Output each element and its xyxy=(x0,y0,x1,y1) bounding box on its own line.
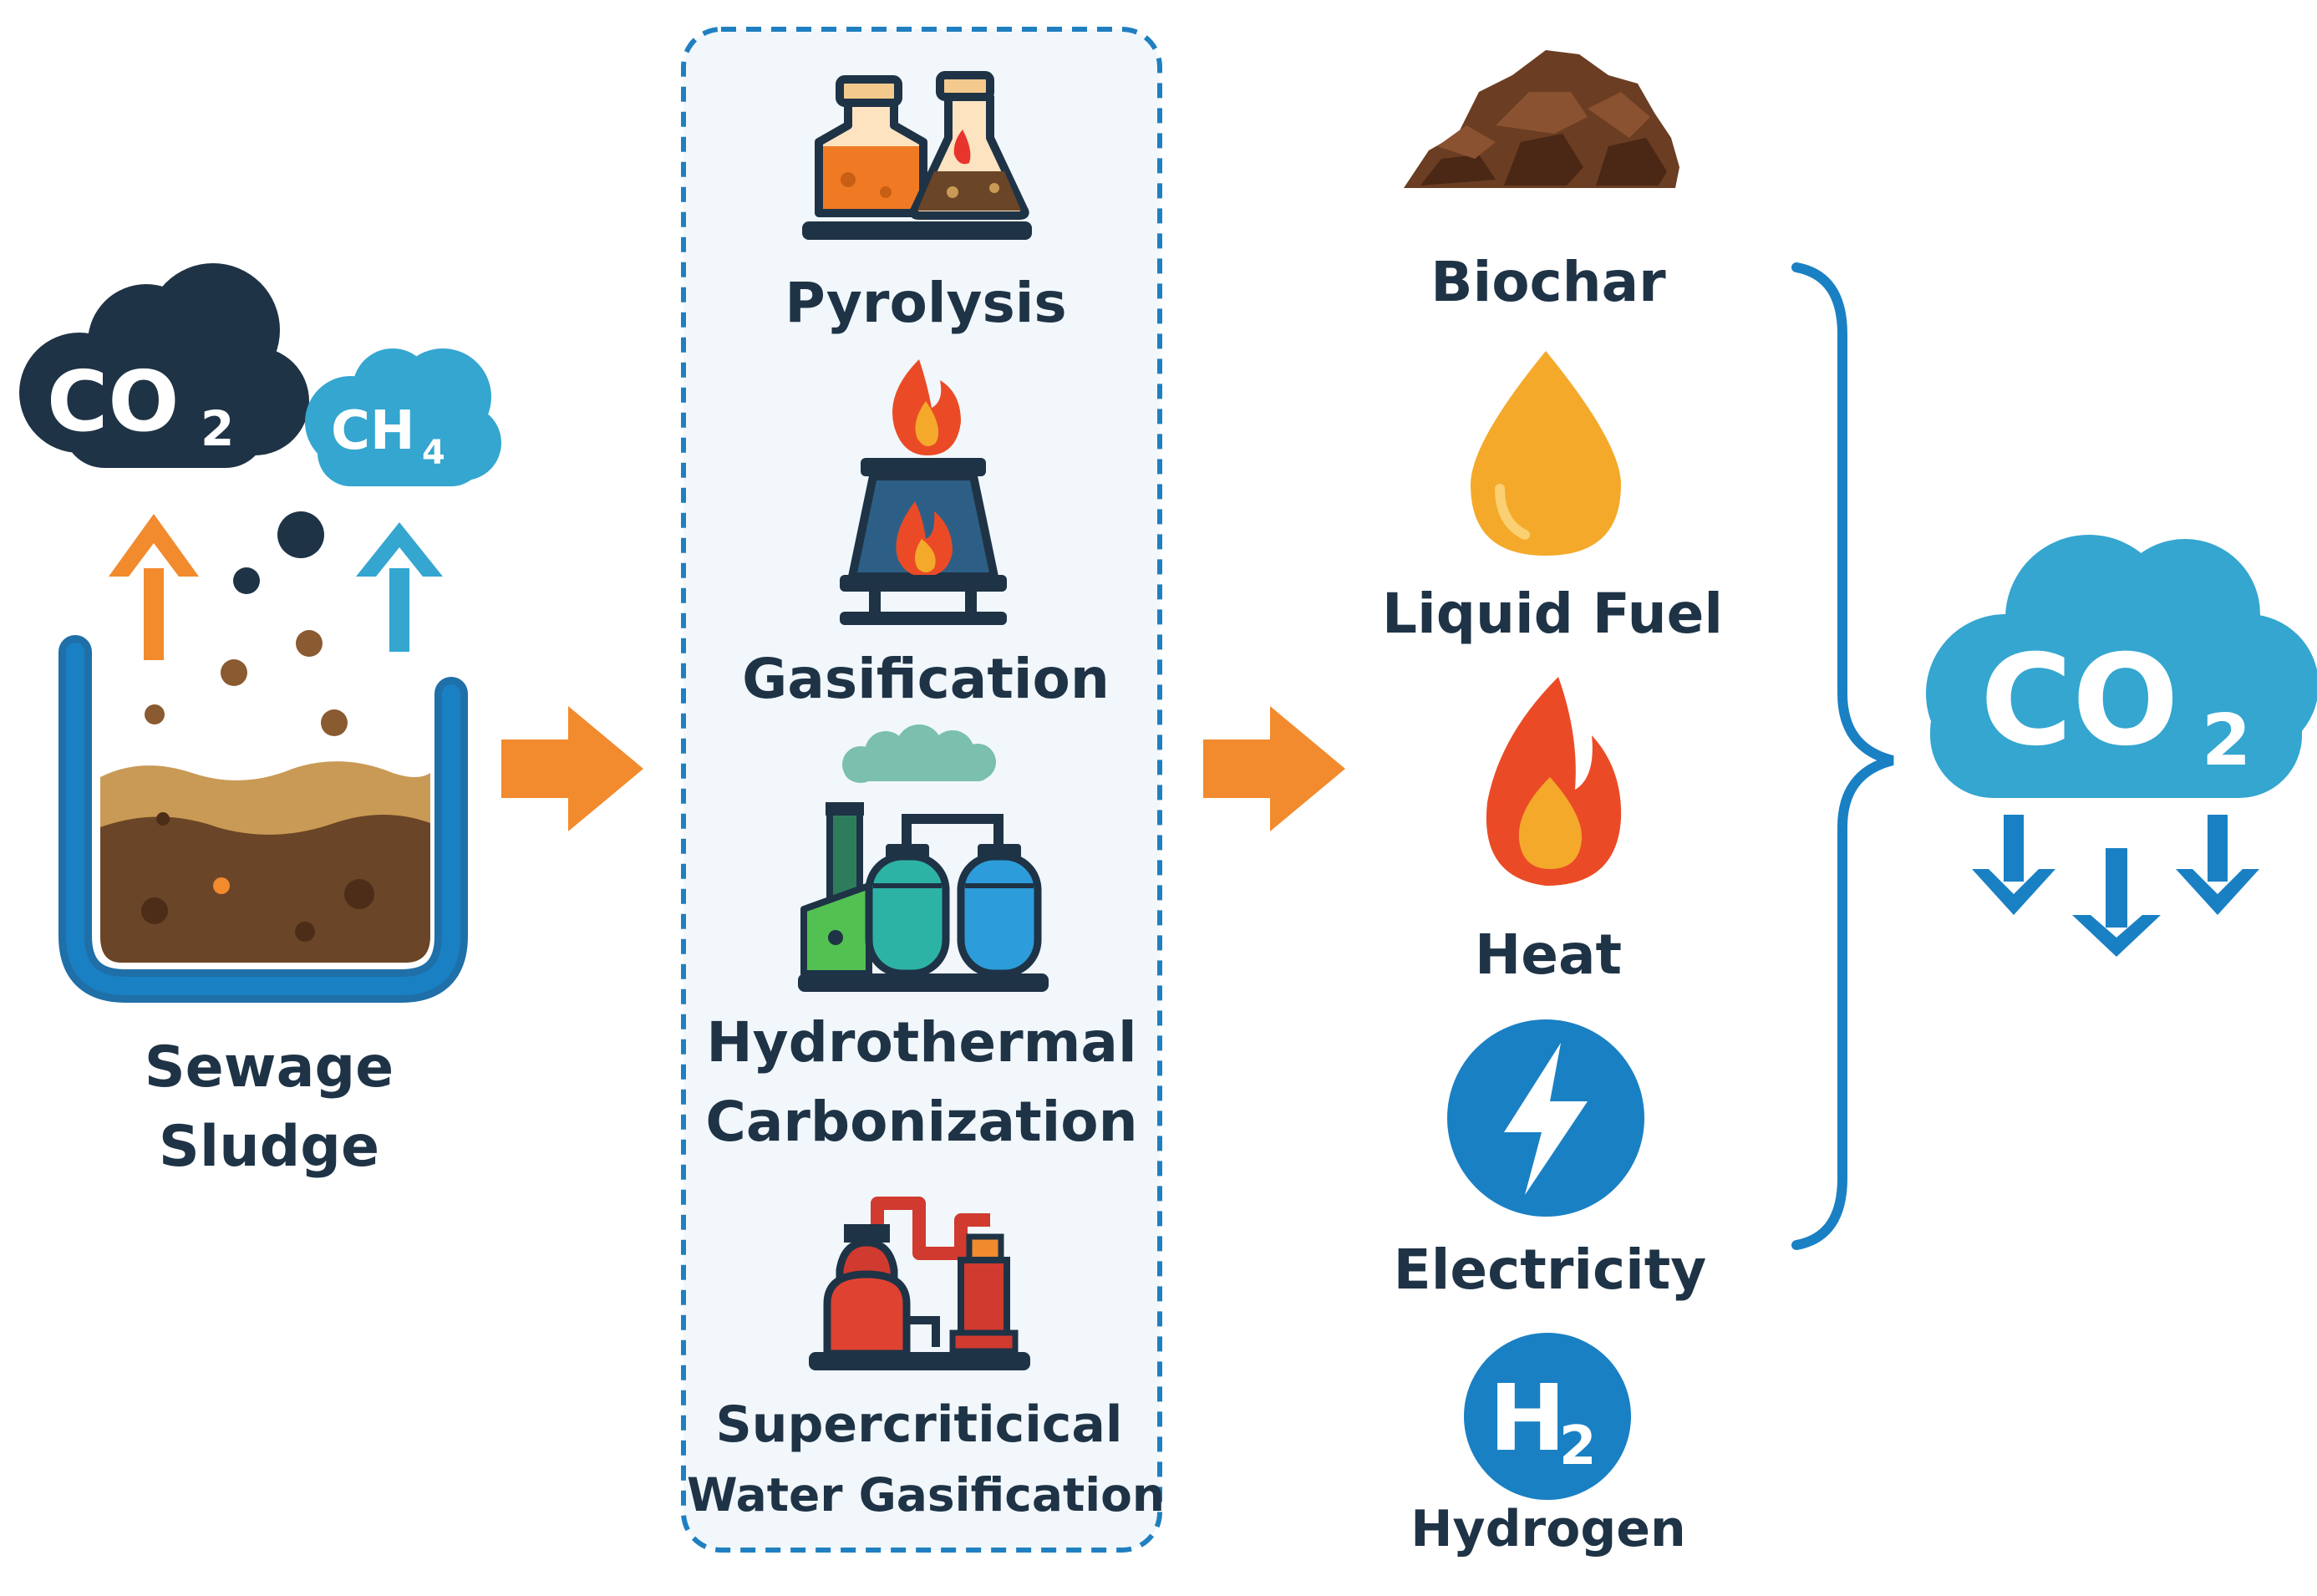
product-label-heat: Heat xyxy=(1475,923,1622,987)
grouping-brace xyxy=(1791,262,1894,1250)
process-label-gasification: Gasification xyxy=(742,647,1110,711)
process-label-supercritical-line1: Supercriticical xyxy=(716,1395,1123,1454)
process-label-hydrothermal-line1: Hydrothermal xyxy=(706,1010,1136,1075)
co2-emission-subscript: 2 xyxy=(201,400,234,457)
sewage-label-line2: Sludge xyxy=(159,1114,379,1180)
industrial-plant-icon xyxy=(798,724,1049,992)
hydrogen-icon-letter: H xyxy=(1489,1365,1566,1471)
reactor-vessel-icon xyxy=(809,1197,1030,1370)
ch4-emission-label: CH xyxy=(331,400,415,462)
product-label-liquid-fuel: Liquid Fuel xyxy=(1382,582,1723,646)
process-label-hydrothermal-line2: Carbonization xyxy=(705,1090,1137,1154)
lab-flasks-icon xyxy=(802,71,1032,240)
biochar-pile-icon xyxy=(1404,50,1679,188)
process-label-pyrolysis: Pyrolysis xyxy=(785,271,1066,335)
fuel-drop-icon xyxy=(1471,351,1621,556)
conversion-process-panel xyxy=(681,27,1162,1553)
co2-release-arrow-icon xyxy=(109,514,199,660)
sewage-label-line1: Sewage xyxy=(145,1034,394,1100)
product-label-electricity: Electricity xyxy=(1394,1238,1707,1302)
product-label-biochar: Biochar xyxy=(1430,250,1666,314)
co2-capture-label: CO xyxy=(1980,628,2179,774)
ch4-release-arrow-icon xyxy=(356,522,443,652)
ch4-emission-subscript: 4 xyxy=(422,434,445,472)
lightning-bolt-icon xyxy=(1447,1019,1644,1217)
flow-arrow-to-processes-icon xyxy=(501,706,643,831)
emission-particles-icon xyxy=(145,511,348,736)
co2-emission-label: CO xyxy=(47,353,179,450)
ch4-emission-cloud-icon: CH 4 xyxy=(305,348,501,486)
co2-capture-cloud-icon: CO 2 xyxy=(1926,535,2317,798)
process-label-supercritical-line2: Water Gasification xyxy=(687,1468,1165,1522)
product-label-hydrogen: Hydrogen xyxy=(1410,1500,1685,1558)
co2-emission-cloud-icon: CO 2 xyxy=(19,263,309,468)
flame-icon xyxy=(1486,677,1622,886)
hydrogen-icon: H 2 xyxy=(1464,1333,1631,1500)
co2-capture-subscript: 2 xyxy=(2202,699,2251,782)
gasifier-furnace-icon xyxy=(840,359,1007,625)
flow-arrow-to-products-icon xyxy=(1203,706,1345,831)
co2-capture-arrows-icon xyxy=(1972,815,2259,957)
hydrogen-icon-subscript: 2 xyxy=(1559,1416,1597,1477)
sewage-sludge-tank-icon xyxy=(58,635,468,1003)
